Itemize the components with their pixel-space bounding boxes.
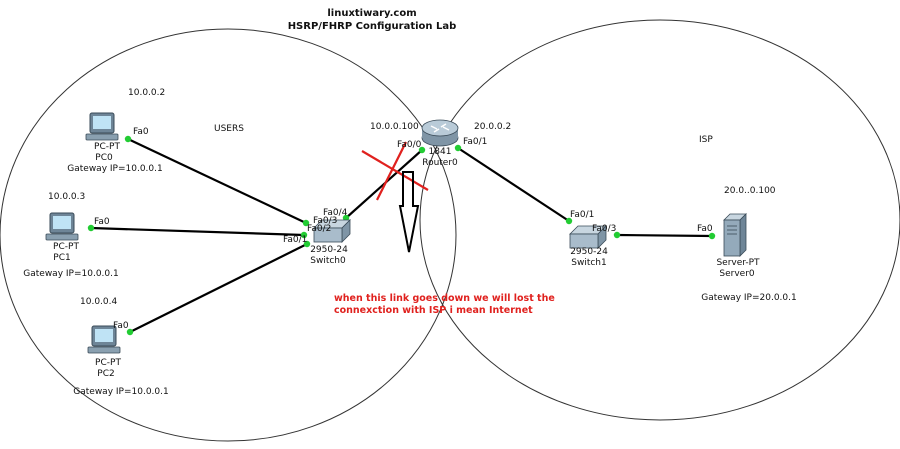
port-dot bbox=[454, 144, 462, 152]
port-dot bbox=[418, 146, 426, 154]
switch0-port-fa0-4: Fa0/4 bbox=[323, 208, 348, 218]
switch0-port-fa0-1: Fa0/1 bbox=[283, 235, 308, 245]
link-pc2-switch0[interactable] bbox=[129, 243, 308, 333]
pc0-model-label: PC-PT bbox=[94, 142, 120, 152]
router0-right-ip: 20.0.0.2 bbox=[474, 122, 512, 132]
port-dot bbox=[613, 231, 621, 239]
switch1-model-label: 2950-24 bbox=[570, 247, 608, 257]
link-switch1-server0[interactable] bbox=[616, 233, 713, 238]
link-pc1-switch0[interactable] bbox=[90, 226, 305, 237]
switch1-name-label: Switch1 bbox=[571, 258, 607, 268]
server0-model-label: Server-PT bbox=[716, 258, 760, 268]
pc2-icon[interactable] bbox=[87, 325, 121, 354]
isp-zone-label: ISP bbox=[699, 135, 713, 145]
router0-left-ip: 10.0.0.100 bbox=[370, 122, 419, 132]
pc0-icon[interactable] bbox=[85, 112, 119, 141]
pc0-gateway-label: Gateway IP=10.0.0.1 bbox=[67, 164, 163, 174]
port-dot bbox=[300, 231, 308, 239]
port-dot bbox=[126, 328, 134, 336]
link-router0-switch1[interactable] bbox=[457, 147, 570, 222]
port-dot bbox=[708, 232, 716, 240]
pc1-gateway-label: Gateway IP=10.0.0.1 bbox=[23, 269, 119, 279]
port-dot bbox=[87, 224, 95, 232]
users-zone-label: USERS bbox=[214, 124, 244, 134]
isp-zone-outline bbox=[419, 19, 900, 421]
switch1-port-fa0-1: Fa0/1 bbox=[570, 210, 595, 220]
pc2-port-label: Fa0 bbox=[113, 321, 129, 331]
pc1-port-label: Fa0 bbox=[94, 217, 110, 227]
router0-port-fa0-0: Fa0/0 bbox=[397, 140, 422, 150]
port-dots bbox=[87, 135, 716, 336]
switch0-port-fa0-3: Fa0/3 bbox=[313, 216, 338, 226]
pc1-model-label: PC-PT bbox=[53, 242, 79, 252]
server0-icon[interactable] bbox=[723, 213, 747, 257]
site-name: linuxtiwary.com bbox=[327, 8, 417, 19]
server0-ip-label: 20.0..0.100 bbox=[724, 186, 776, 196]
pc2-model-label: PC-PT bbox=[95, 358, 121, 368]
switch1-icon[interactable] bbox=[569, 225, 607, 249]
annotation-line-1: when this link goes down we will lost th… bbox=[334, 293, 555, 304]
switch0-port-fa0-2: Fa0/2 bbox=[307, 224, 332, 234]
switch0-name-label: Switch0 bbox=[310, 256, 346, 266]
router0-name-label: Router0 bbox=[422, 158, 458, 168]
port-dot bbox=[302, 219, 310, 227]
users-zone-outline bbox=[0, 28, 457, 442]
server0-name-label: Server0 bbox=[719, 269, 755, 279]
switch1-port-fa0-3: Fa0/3 bbox=[592, 224, 617, 234]
link-down-x-mark bbox=[361, 141, 429, 201]
pc1-name-label: PC1 bbox=[53, 253, 71, 263]
router0-model-label: 1841 bbox=[428, 147, 452, 157]
router0-icon[interactable] bbox=[421, 119, 459, 147]
lab-title: HSRP/FHRP Configuration Lab bbox=[287, 21, 457, 32]
pc2-ip-label: 10.0.0.4 bbox=[80, 297, 118, 307]
pc0-ip-label: 10.0.0.2 bbox=[128, 88, 166, 98]
switch0-icon[interactable] bbox=[313, 219, 351, 243]
port-dot bbox=[342, 214, 350, 222]
annotation-line-2: connexction with ISP i mean Internet bbox=[334, 305, 533, 316]
port-dot bbox=[565, 217, 573, 225]
pc0-port-label: Fa0 bbox=[133, 127, 149, 137]
switch0-model-label: 2950-24 bbox=[310, 245, 348, 255]
pc1-icon[interactable] bbox=[45, 212, 79, 241]
port-dot bbox=[303, 240, 311, 248]
server0-gateway-label: Gateway IP=20.0.0.1 bbox=[701, 293, 797, 303]
server0-port-label: Fa0 bbox=[697, 224, 713, 234]
pc1-ip-label: 10.0.0.3 bbox=[48, 192, 86, 202]
pc2-gateway-label: Gateway IP=10.0.0.1 bbox=[73, 387, 169, 397]
router0-port-fa0-1: Fa0/1 bbox=[463, 137, 488, 147]
pc2-name-label: PC2 bbox=[97, 369, 115, 379]
port-dot bbox=[124, 135, 132, 143]
link-pc0-switch0[interactable] bbox=[127, 138, 307, 224]
pc0-name-label: PC0 bbox=[95, 153, 113, 163]
down-arrow-icon bbox=[398, 171, 420, 253]
